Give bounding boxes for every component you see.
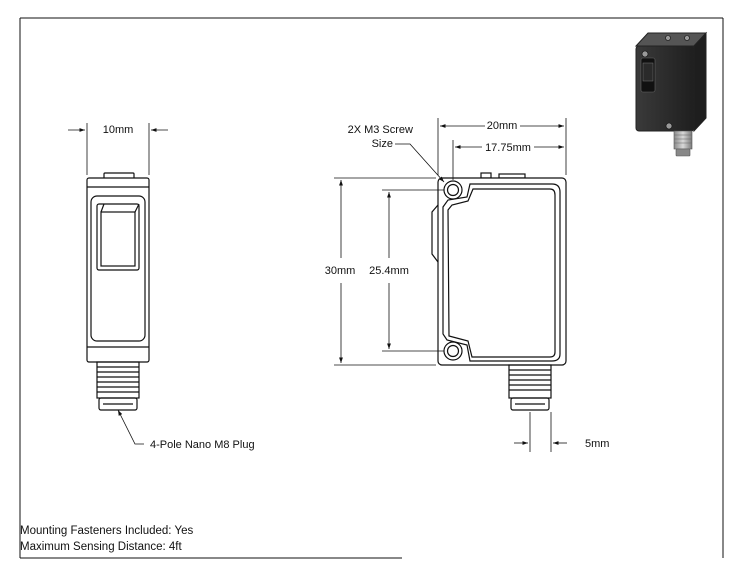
dim-screw-size-line2: Size: [372, 138, 393, 150]
plug-callout: 4-Pole Nano M8 Plug: [150, 439, 255, 451]
dimension-lines: [68, 118, 567, 452]
side-view: [431, 172, 567, 411]
note-sensing-distance: Maximum Sensing Distance: 4ft: [20, 541, 182, 553]
product-photo: [634, 31, 708, 157]
dim-hole-spacing: 25.4mm: [369, 265, 409, 277]
front-view: [86, 172, 150, 411]
drawing-frame: [19, 17, 724, 559]
note-mounting-fasteners: Mounting Fasteners Included: Yes: [20, 525, 194, 537]
dim-inner-width: 17.75mm: [485, 142, 531, 154]
dim-body-width: 20mm: [487, 120, 518, 132]
dim-body-height: 30mm: [325, 265, 356, 277]
dim-front-width: 10mm: [103, 124, 134, 136]
spec-notes: Mounting Fasteners Included: Yes Maximum…: [20, 523, 193, 555]
dim-screw-size-line1: 2X M3 Screw: [348, 124, 413, 136]
dim-connector-offset: 5mm: [585, 438, 609, 450]
